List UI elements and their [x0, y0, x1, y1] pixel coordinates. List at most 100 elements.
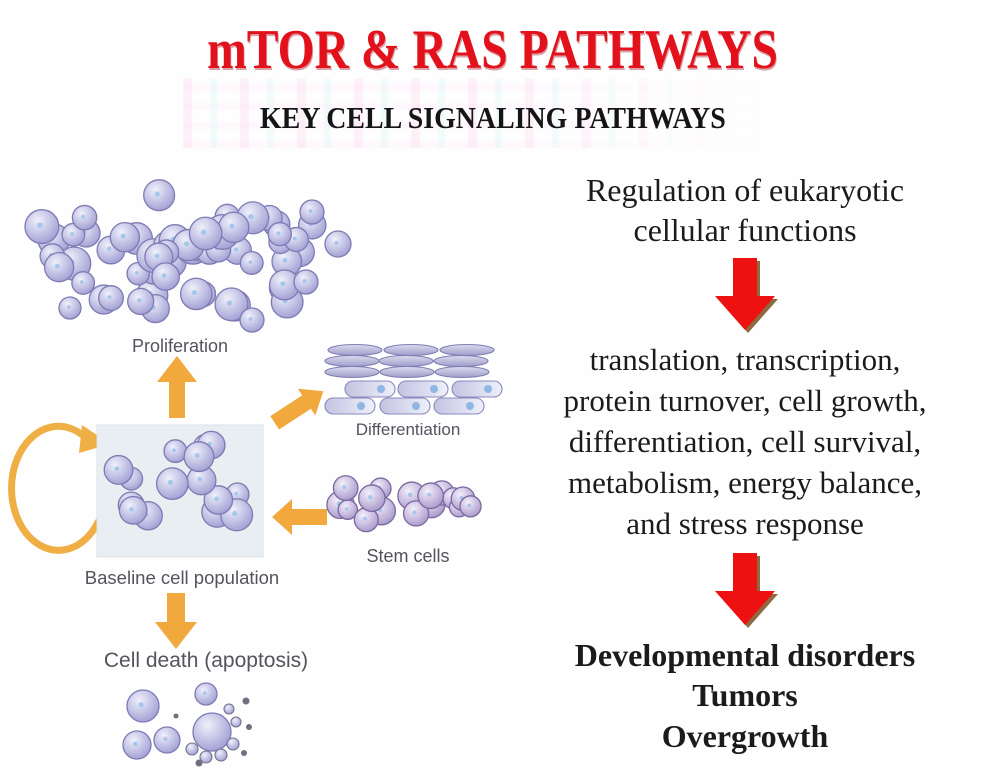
cell-nucleolus: [135, 270, 139, 275]
flat-cell: [327, 343, 383, 357]
cell-nucleolus: [133, 741, 138, 747]
cell-nucleolus: [120, 233, 126, 239]
page-title: mTOR & RAS PATHWAYS: [207, 19, 778, 81]
apoptotic-body: [173, 713, 179, 719]
label-stem-cells: Stem cells: [366, 546, 450, 566]
cell-nucleolus: [368, 494, 373, 500]
flow-step-functions: translation, transcription, protein turn…: [563, 342, 927, 541]
cell-nucleolus: [107, 295, 112, 300]
cell-nucleolus: [129, 507, 134, 512]
apoptotic-body: [241, 750, 247, 756]
cell-nucleolus: [412, 510, 417, 515]
self-renewal-loop-arrow: [8, 422, 102, 554]
flat-cell: [378, 354, 434, 368]
cell-nucleolus: [357, 402, 365, 410]
cell-nucleolus: [282, 257, 288, 263]
proliferation-cluster: [24, 179, 352, 333]
blebbing-cell: [192, 712, 232, 752]
columnar-cell: [433, 397, 485, 415]
cell-nucleolus: [229, 223, 235, 229]
cell-nucleolus: [66, 305, 71, 309]
cell-nucleolus: [197, 476, 203, 482]
apoptotic-bleb: [214, 748, 228, 762]
cell-nucleolus: [334, 240, 339, 246]
up-arrow-icon: [157, 356, 197, 418]
page-subtitle-text: KEY CELL SIGNALING PATHWAYS: [259, 100, 726, 135]
left-arrow-icon: [272, 499, 327, 535]
flat-cell: [433, 354, 489, 368]
flat-cell: [324, 365, 380, 379]
diagonal-arrow-shape: [270, 388, 324, 430]
apoptotic-body: [242, 697, 250, 705]
cell-nucleolus: [184, 241, 190, 247]
cell-nucleolus: [377, 385, 385, 393]
cell-nucleolus: [137, 298, 142, 303]
page-subtitle: KEY CELL SIGNALING PATHWAYS: [0, 100, 985, 136]
cell-nucleolus: [292, 236, 297, 241]
flat-cell: [379, 365, 435, 379]
cell-nucleolus: [484, 385, 492, 393]
stem-cells-cluster: [326, 475, 482, 533]
baseline-population-box: [96, 424, 264, 558]
cell-nucleolus: [233, 247, 239, 252]
cell-nucleolus: [163, 736, 168, 742]
down-arrow-icon: [155, 593, 197, 649]
apoptotic-body: [195, 759, 203, 767]
red-down-arrow-icon: [715, 552, 778, 628]
cell-nucleolus: [466, 402, 474, 410]
columnar-cell: [324, 397, 376, 415]
cell-nucleolus: [248, 260, 253, 264]
cell-nucleolus: [138, 702, 144, 708]
cell-nucleolus: [201, 229, 207, 235]
cell-nucleolus: [342, 485, 347, 490]
cell-nucleolus: [226, 300, 233, 306]
cell-nucleolus: [276, 231, 281, 236]
cell-nucleolus: [37, 222, 43, 228]
columnar-cell: [397, 380, 449, 398]
cell-nucleolus: [114, 466, 120, 472]
cell-nucleolus: [248, 213, 254, 220]
cell-nucleolus: [191, 290, 197, 296]
cell-nucleolus: [167, 479, 173, 485]
cell-nucleolus: [172, 448, 176, 453]
apoptotic-bleb: [230, 716, 242, 728]
cell-nucleolus: [234, 491, 238, 496]
cell-nucleolus: [430, 385, 438, 393]
cell-nucleolus: [232, 510, 238, 517]
flow-step-regulation: Regulation of eukaryotic cellular functi…: [585, 172, 905, 248]
cell-nucleolus: [308, 209, 313, 213]
flat-cell: [439, 343, 495, 357]
cell-nucleolus: [202, 691, 207, 695]
apoptotic-bleb: [199, 750, 213, 764]
cell-nucleolus: [80, 280, 84, 284]
diagonal-arrow-icon: [270, 388, 324, 430]
cell-nucleolus: [194, 453, 200, 458]
columnar-cell: [379, 397, 431, 415]
cell-nucleolus: [412, 402, 420, 410]
cell-nucleolus: [107, 246, 112, 252]
flat-cell: [383, 343, 439, 357]
cell-nucleolus: [161, 273, 167, 278]
compression-artifact: [183, 78, 791, 148]
cell-nucleolus: [467, 503, 472, 508]
label-cell-death: Cell death (apoptosis): [103, 649, 309, 672]
cell-nucleolus: [302, 279, 307, 283]
apoptotic-bleb: [223, 703, 235, 715]
signaling-flow: Regulation of eukaryotic cellular functi…: [502, 170, 985, 757]
red-down-arrow-icon: [715, 258, 778, 333]
flat-cell: [434, 365, 490, 379]
columnar-cell: [451, 380, 503, 398]
cell-nucleolus: [154, 191, 160, 197]
cell-nucleolus: [70, 232, 74, 236]
cell-nucleolus: [154, 253, 160, 259]
cell-nucleolus: [81, 214, 86, 219]
label-differentiation: Differentiation: [355, 420, 461, 439]
cell-nucleolus: [248, 317, 253, 321]
cell-population-diagram: [8, 179, 503, 767]
columnar-cell: [344, 380, 396, 398]
flat-cell: [324, 354, 380, 368]
cell-nucleolus: [55, 263, 60, 269]
cell-nucleolus: [344, 507, 349, 511]
cell-nucleolus: [407, 492, 413, 498]
